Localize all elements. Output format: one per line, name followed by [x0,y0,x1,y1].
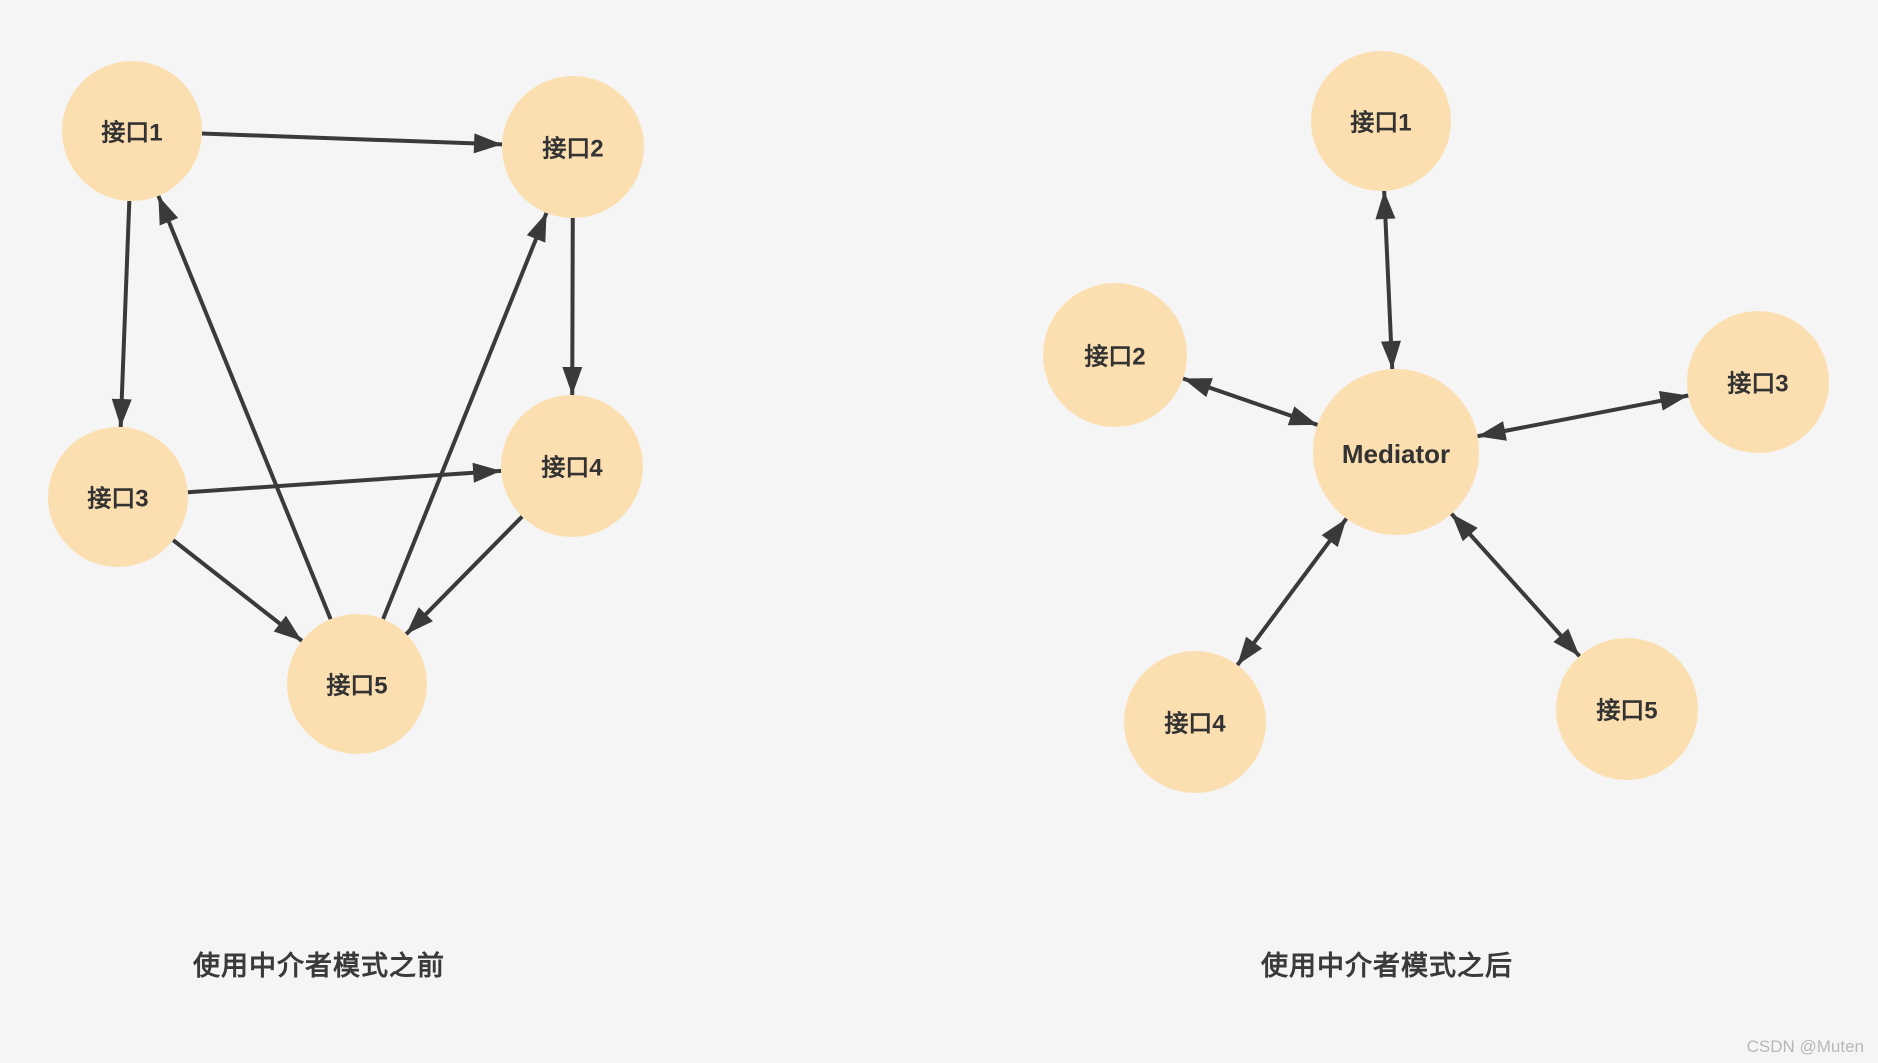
arrowhead-med [1451,513,1478,542]
node-label-m5: 接口5 [1596,698,1657,725]
arrowhead-n4 [472,462,502,483]
arrowhead-med [1477,421,1507,441]
arrowhead-m4 [1237,636,1263,666]
caption-after: 使用中介者模式之后 [1261,951,1513,981]
edge-med-m4 [1235,517,1349,667]
arrowhead-med [1287,406,1318,426]
node-med [1313,369,1479,535]
edge-med-m5 [1449,512,1582,658]
arrowhead-n1 [158,195,179,226]
arrowhead-n4 [562,366,583,396]
arrowhead-n2 [473,133,503,154]
node-m3 [1687,311,1829,453]
node-label-m3: 接口3 [1727,371,1788,398]
node-label-m1: 接口1 [1350,110,1411,137]
arrowhead-n2 [526,212,547,243]
arrowhead-n5 [406,607,433,635]
edge-med-m1 [1382,190,1395,370]
node-label-n4: 接口4 [541,455,603,482]
arrowhead-m5 [1553,628,1580,657]
node-label-med: Mediator [1342,439,1450,469]
watermark: CSDN @Muten [1746,1037,1864,1056]
node-m1 [1311,51,1451,191]
node-n5 [287,614,427,754]
caption-before: 使用中介者模式之前 [193,951,445,981]
edge-n5-n1 [156,195,333,620]
arrowhead-n3 [111,398,132,428]
node-m4 [1124,651,1266,793]
edge-n1-n3 [118,200,132,428]
node-n4 [501,395,643,537]
arrowhead-med [1321,518,1347,548]
node-m5 [1556,638,1698,780]
node-n3 [48,427,188,567]
node-n2 [502,76,644,218]
arrowhead-m2 [1183,378,1213,398]
node-m2 [1043,283,1187,427]
node-label-n3: 接口3 [87,486,148,513]
arrowhead-m3 [1658,390,1689,411]
node-label-n1: 接口1 [101,120,162,147]
edge-n1-n2 [201,131,503,147]
node-n1 [62,61,202,201]
edge-med-m3 [1477,393,1689,439]
node-label-m4: 接口4 [1164,711,1226,738]
arrowhead-m1 [1375,190,1396,220]
node-label-n5: 接口5 [326,673,387,700]
node-label-n2: 接口2 [542,136,603,163]
edge-n2-n4 [570,217,575,396]
arrowhead-n5 [273,615,302,641]
edge-n3-n4 [187,468,502,495]
edge-n5-n2 [381,212,549,620]
arrowhead-med [1380,340,1401,370]
node-label-m2: 接口2 [1084,344,1145,371]
